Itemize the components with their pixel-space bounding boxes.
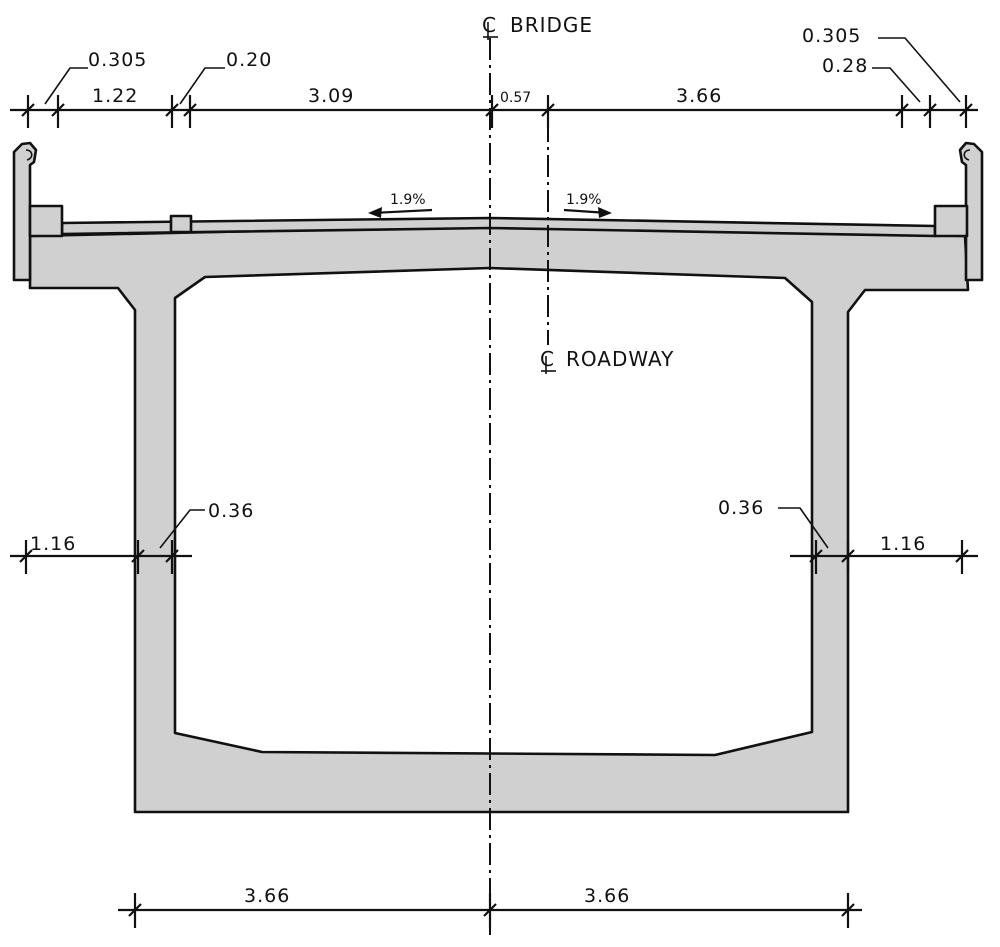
box-girder-section bbox=[28, 224, 970, 814]
bridge-centerline-label: C BRIDGE bbox=[482, 13, 593, 40]
slope-left-label: 1.9% bbox=[390, 192, 426, 208]
dim-right-web: 0.36 bbox=[718, 497, 764, 519]
dim-right-overhang: 1.16 bbox=[880, 533, 926, 555]
dim-bottom-right: 3.66 bbox=[584, 885, 630, 907]
top-dimension-chain: 0.305 1.22 0.20 3.09 0.57 3.66 0.28 0.30… bbox=[10, 25, 978, 128]
bridge-label: BRIDGE bbox=[510, 13, 593, 37]
right-web-dimensions: 0.36 1.16 bbox=[718, 497, 978, 574]
dim-right-barrier: 0.305 bbox=[802, 25, 861, 47]
girder-void bbox=[173, 266, 814, 757]
dim-right-lane: 3.66 bbox=[676, 85, 722, 107]
dim-left-barrier: 0.305 bbox=[88, 49, 147, 71]
dim-left-overhang: 1.16 bbox=[30, 533, 76, 555]
left-web-dimensions: 1.16 0.36 bbox=[10, 500, 254, 574]
left-curb bbox=[28, 204, 64, 238]
dim-roadway-offset: 0.57 bbox=[500, 90, 531, 106]
slope-right-label: 1.9% bbox=[566, 192, 602, 208]
svg-text:C: C bbox=[540, 347, 555, 371]
cross-slope-left: 1.9% bbox=[368, 192, 433, 218]
dim-median-curb: 0.20 bbox=[226, 49, 272, 71]
svg-text:C: C bbox=[482, 13, 497, 37]
cross-slope-right: 1.9% bbox=[563, 192, 612, 218]
roadway-label: ROADWAY bbox=[566, 347, 674, 371]
right-curb bbox=[933, 204, 969, 238]
dim-right-curb: 0.28 bbox=[822, 55, 868, 77]
dim-left-web: 0.36 bbox=[208, 500, 254, 522]
dim-left-lane: 3.09 bbox=[308, 85, 354, 107]
dim-left-shoulder: 1.22 bbox=[92, 85, 138, 107]
median-curb bbox=[169, 214, 193, 234]
right-parapet bbox=[958, 141, 984, 282]
left-barrier bbox=[12, 141, 64, 282]
bottom-dimension-chain: 3.66 3.66 bbox=[118, 885, 862, 928]
dim-bottom-left: 3.66 bbox=[244, 885, 290, 907]
left-parapet bbox=[12, 141, 38, 282]
right-barrier bbox=[933, 141, 984, 282]
roadway-centerline-label: C ROADWAY bbox=[540, 347, 674, 374]
